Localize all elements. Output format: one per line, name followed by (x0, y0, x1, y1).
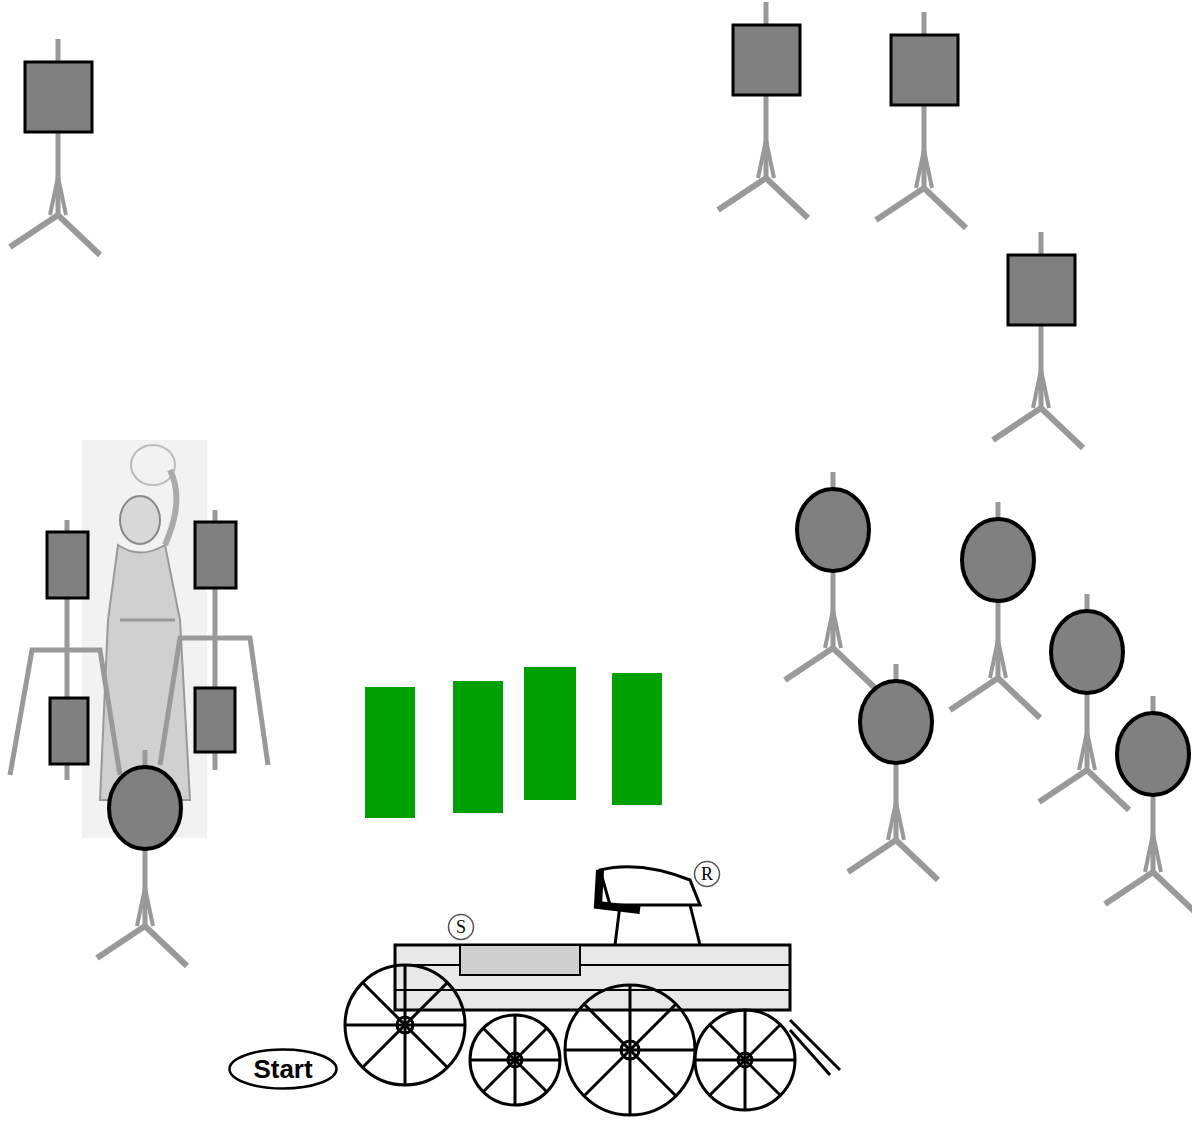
round-target (97, 750, 187, 966)
square-target (195, 522, 236, 588)
square-target (195, 688, 235, 752)
round-target (785, 472, 875, 688)
rifle-position-marker: R (693, 860, 721, 888)
square-target (993, 232, 1083, 448)
start-marker: Start (228, 1048, 338, 1090)
round-target (950, 502, 1040, 718)
marker-label: Start (253, 1056, 312, 1082)
round-target (848, 664, 938, 880)
marker-label: S (456, 918, 466, 936)
round-target (1039, 594, 1129, 810)
target-frames (10, 510, 268, 780)
square-target (718, 2, 808, 218)
wagon (345, 867, 840, 1115)
square-target (50, 698, 88, 764)
marker-label: R (701, 865, 713, 883)
square-target (10, 39, 100, 255)
square-target (876, 12, 966, 228)
shooter-position-marker: S (447, 913, 475, 941)
round-target (1105, 696, 1192, 912)
square-target (47, 532, 88, 598)
shooting-barricade (365, 667, 662, 818)
